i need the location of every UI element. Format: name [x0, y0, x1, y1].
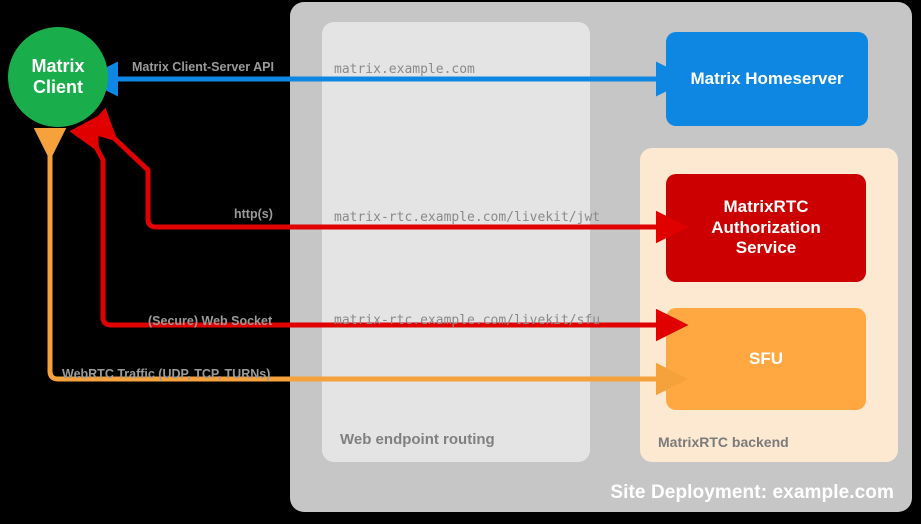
sfu-label: SFU [749, 348, 783, 368]
matrix-homeserver-label: Matrix Homeserver [690, 68, 844, 88]
label-matrix-client-server-api: Matrix Client-Server API [132, 60, 274, 74]
matrix-client-line2: Client [32, 77, 83, 97]
label-secure-web-socket: (Secure) Web Socket [148, 314, 273, 328]
matrix-client-line1: Matrix [31, 55, 85, 76]
node-matrix-homeserver[interactable]: Matrix Homeserver [666, 32, 868, 126]
endpoint-matrix-example-com: matrix.example.com [334, 62, 475, 77]
node-matrix-client[interactable]: Matrix Client [8, 27, 108, 127]
web-endpoint-routing-label: Web endpoint routing [340, 431, 495, 448]
endpoint-livekit-sfu: matrix-rtc.example.com/livekit/sfu [334, 313, 601, 328]
auth-service-line2: Authorization [711, 217, 821, 237]
node-sfu[interactable]: SFU [666, 308, 866, 410]
endpoint-livekit-jwt: matrix-rtc.example.com/livekit/jwt [334, 210, 601, 225]
web-endpoint-routing-container: Web endpoint routing [322, 22, 590, 462]
label-http-s: http(s) [234, 207, 273, 221]
label-webrtc-traffic: WebRTC Traffic (UDP, TCP, TURNs) [62, 367, 271, 381]
auth-service-line1: MatrixRTC [723, 196, 809, 216]
node-matrixrtc-authorization-service[interactable]: MatrixRTC Authorization Service [666, 174, 866, 282]
matrixrtc-backend-label: MatrixRTC backend [658, 434, 789, 450]
auth-service-line3: Service [735, 238, 797, 258]
site-deployment-label: Site Deployment: example.com [610, 482, 894, 503]
